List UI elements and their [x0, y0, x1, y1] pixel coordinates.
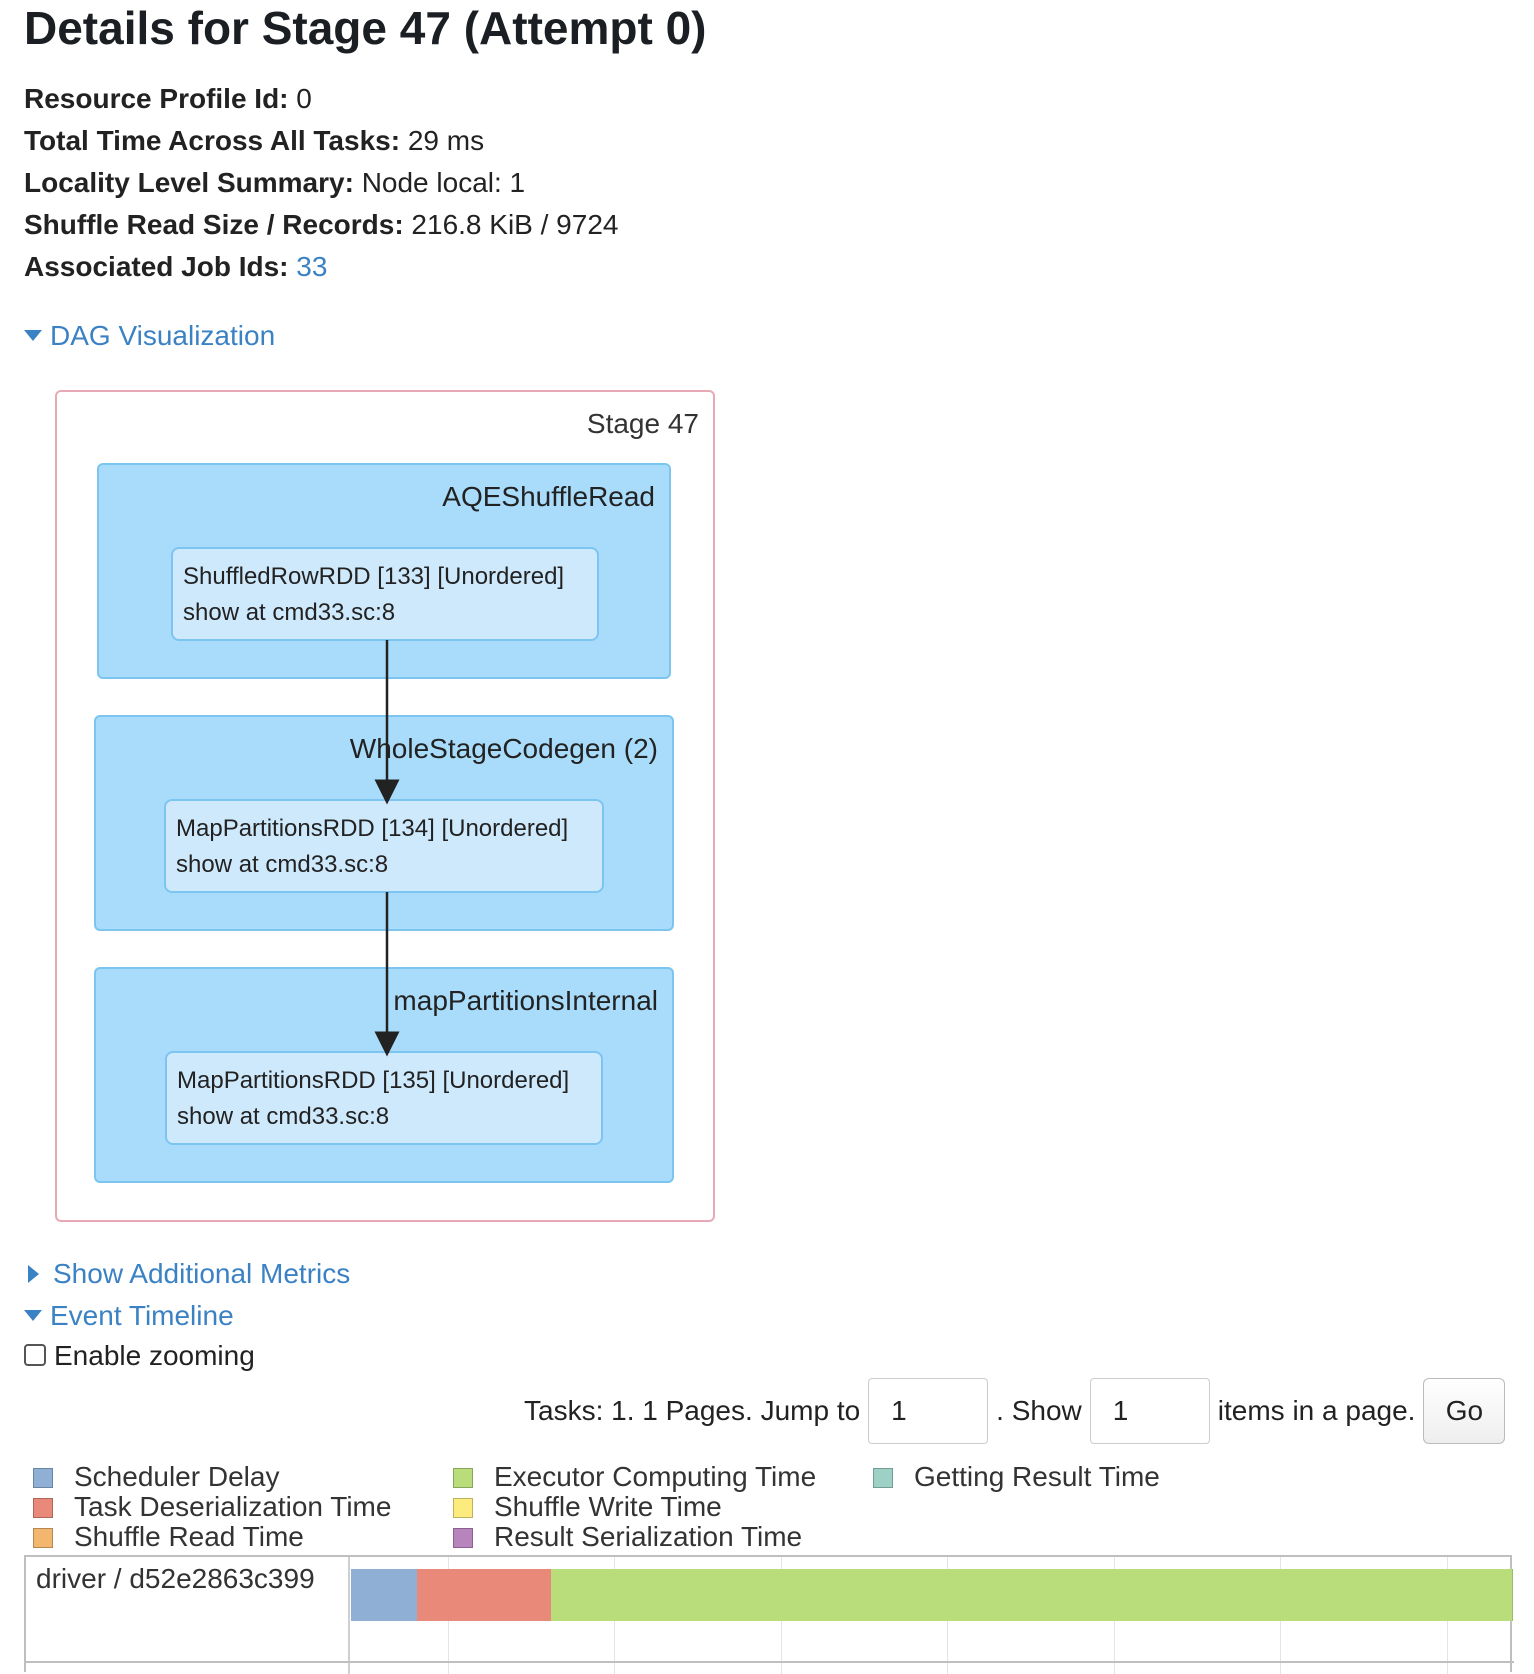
caret-right-icon [28, 1264, 39, 1283]
dag-visualization-label: DAG Visualization [50, 320, 276, 351]
page-size-input[interactable]: 1 [1089, 1378, 1210, 1444]
summary-shuffle-read: Shuffle Read Size / Records: 216.8 KiB /… [24, 204, 618, 246]
summary-value: 0 [296, 83, 312, 114]
rdd-name: MapPartitionsRDD [134] [Unordered] [176, 815, 569, 842]
legend-label: Shuffle Read Time [74, 1521, 304, 1552]
job-id-link[interactable]: 33 [296, 251, 328, 282]
summary-label: Shuffle Read Size / Records: [24, 209, 404, 240]
task-bar-segment[interactable] [551, 1569, 1513, 1621]
rdd-node[interactable]: ShuffledRowRDD [133] [Unordered] show at… [171, 547, 599, 641]
stage-label: Stage 47 [586, 408, 699, 439]
pager-items-text: items in a page. [1217, 1395, 1416, 1426]
pager-show-text: . Show [996, 1395, 1082, 1426]
timeline-divider [348, 1557, 350, 1674]
dag-stage-box: Stage 47 AQEShuffleRead ShuffledRowRDD [… [55, 390, 715, 1222]
page-title: Details for Stage 47 (Attempt 0) [24, 2, 707, 54]
cluster-label: mapPartitionsInternal [393, 985, 658, 1016]
summary-value: 29 ms [407, 125, 485, 156]
rdd-node[interactable]: MapPartitionsRDD [134] [Unordered] show … [164, 799, 604, 893]
cluster-label: AQEShuffleRead [442, 481, 655, 512]
summary-resource-profile: Resource Profile Id: 0 [24, 78, 618, 120]
show-additional-metrics-toggle[interactable]: Show Additional Metrics [24, 1256, 350, 1292]
task-bar-segment[interactable] [417, 1569, 552, 1621]
summary-job-ids: Associated Job Ids: 33 [24, 246, 618, 288]
legend-swatch-getting-result [873, 1468, 893, 1488]
legend-label: Task Deserialization Time [74, 1491, 392, 1522]
legend-label: Shuffle Write Time [494, 1491, 722, 1522]
summary-label: Associated Job Ids: [24, 251, 289, 282]
summary-value: 216.8 KiB / 9724 [411, 209, 619, 240]
timeline-pager: Tasks: 1. 1 Pages. Jump to 1 . Show 1 it… [524, 1378, 1506, 1444]
summary-label: Total Time Across All Tasks: [24, 125, 401, 156]
legend-label: Getting Result Time [914, 1461, 1160, 1492]
jump-to-page-input[interactable]: 1 [868, 1378, 989, 1444]
stage-summary: Resource Profile Id: 0 Total Time Across… [24, 78, 618, 288]
caret-down-icon [24, 330, 42, 342]
summary-total-time: Total Time Across All Tasks: 29 ms [24, 120, 618, 162]
legend-label: Scheduler Delay [74, 1461, 280, 1492]
rdd-name: MapPartitionsRDD [135] [Unordered] [177, 1067, 570, 1094]
show-additional-metrics-label: Show Additional Metrics [53, 1258, 351, 1289]
event-timeline-label: Event Timeline [50, 1300, 234, 1331]
legend-label: Result Serialization Time [494, 1521, 803, 1552]
caret-down-icon [24, 1310, 42, 1322]
rdd-callsite: show at cmd33.sc:8 [176, 851, 389, 878]
go-button[interactable]: Go [1423, 1378, 1506, 1444]
pager-tasks-text: Tasks: 1. 1 Pages. Jump to [524, 1395, 861, 1426]
cluster-label: WholeStageCodegen (2) [349, 733, 658, 764]
legend-swatch-shuffle-read [33, 1528, 53, 1548]
legend-swatch-scheduler-delay [33, 1468, 53, 1488]
summary-locality: Locality Level Summary: Node local: 1 [24, 162, 618, 204]
dag-cluster-whole-stage-codegen[interactable]: WholeStageCodegen (2) MapPartitionsRDD [… [94, 715, 674, 931]
enable-zooming-checkbox[interactable] [24, 1343, 46, 1366]
summary-label: Locality Level Summary: [24, 167, 354, 198]
dag-cluster-map-partitions-internal[interactable]: mapPartitionsInternal MapPartitionsRDD [… [94, 967, 674, 1183]
summary-label: Resource Profile Id: [24, 83, 289, 114]
legend-swatch-task-deserialization [33, 1498, 53, 1518]
event-timeline-toggle[interactable]: Event Timeline [24, 1298, 234, 1334]
timeline-axis [26, 1661, 1514, 1663]
rdd-callsite: show at cmd33.sc:8 [183, 599, 396, 626]
rdd-node[interactable]: MapPartitionsRDD [135] [Unordered] show … [165, 1051, 603, 1145]
legend-swatch-executor-computing [453, 1468, 473, 1488]
executor-label: driver / d52e2863c399 [36, 1563, 315, 1594]
legend-swatch-result-serialization [453, 1528, 473, 1548]
rdd-callsite: show at cmd33.sc:8 [177, 1103, 390, 1130]
legend-swatch-shuffle-write [453, 1498, 473, 1518]
summary-value: Node local: 1 [361, 167, 526, 198]
enable-zooming-label: Enable zooming [54, 1340, 255, 1371]
dag-cluster-aqe-shuffle-read[interactable]: AQEShuffleRead ShuffledRowRDD [133] [Uno… [97, 463, 671, 679]
dag-visualization-toggle[interactable]: DAG Visualization [24, 318, 275, 354]
task-bar-segment[interactable] [351, 1569, 418, 1621]
rdd-name: ShuffledRowRDD [133] [Unordered] [183, 563, 565, 590]
enable-zooming-row[interactable]: Enable zooming [24, 1338, 255, 1374]
event-timeline-chart[interactable]: driver / d52e2863c399 [24, 1555, 1514, 1674]
legend-label: Executor Computing Time [494, 1461, 817, 1492]
